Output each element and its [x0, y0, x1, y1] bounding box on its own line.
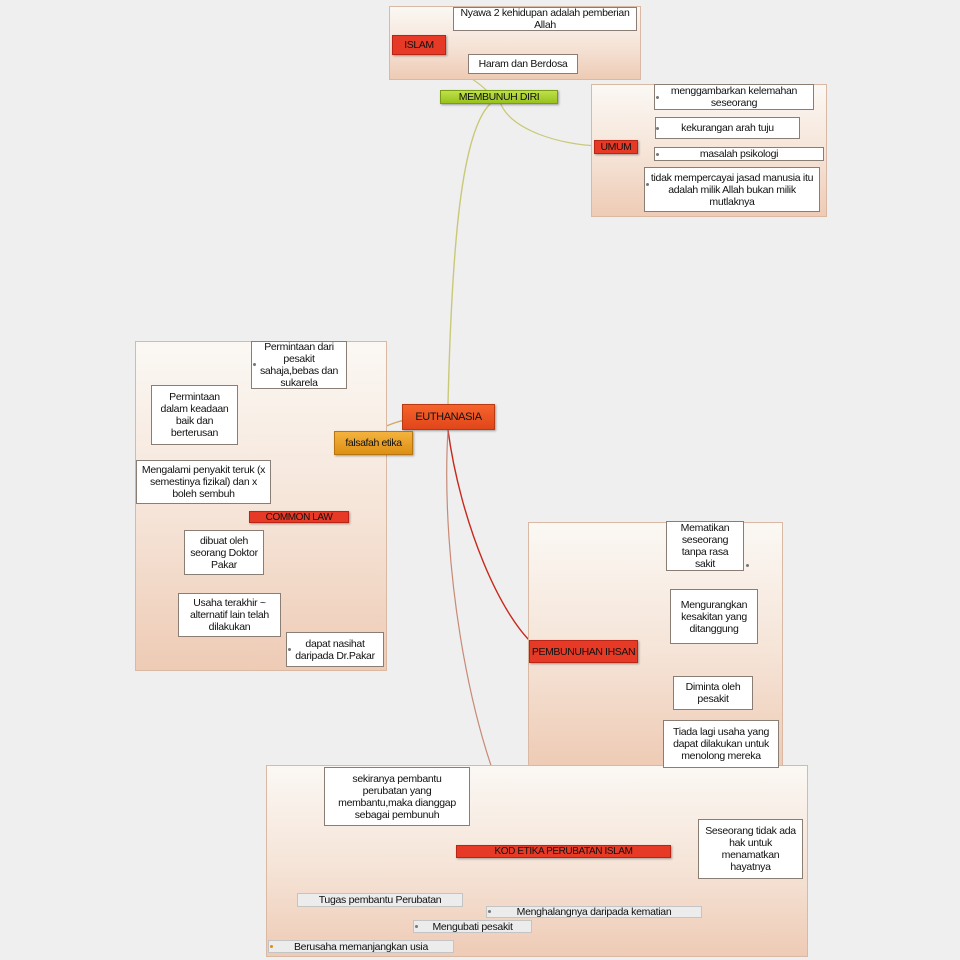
pembunuhan-item-diminta[interactable]: Diminta oleh pesakit	[673, 676, 753, 710]
bullet-icon	[415, 925, 418, 928]
pembunuhan-item-tiada-usaha[interactable]: Tiada lagi usaha yang dapat dilakukan un…	[663, 720, 779, 768]
bullet-icon	[746, 564, 749, 567]
islam-item-haram[interactable]: Haram dan Berdosa	[468, 54, 578, 74]
euthanasia-center-tag[interactable]: EUTHANASIA	[402, 404, 495, 430]
pembunuhan-item-mengurangkan[interactable]: Mengurangkan kesakitan yang ditanggung	[670, 589, 758, 644]
umum-item-jasad[interactable]: tidak mempercayai jasad manusia itu adal…	[644, 167, 820, 212]
pembunuhan-ihsan-tag[interactable]: PEMBUNUHAN IHSAN	[529, 640, 638, 663]
common-law-tag[interactable]: COMMON LAW	[249, 511, 349, 523]
bullet-icon	[253, 363, 256, 366]
bullet-icon	[656, 153, 659, 156]
bullet-icon	[488, 910, 491, 913]
commonlaw-item-permintaan-pesakit[interactable]: Permintaan dari pesakit sahaja,bebas dan…	[251, 341, 347, 389]
umum-tag[interactable]: UMUM	[594, 140, 638, 154]
tugas-item-mengubati[interactable]: Mengubati pesakit	[413, 920, 532, 933]
tugas-pembantu-item[interactable]: Tugas pembantu Perubatan	[297, 893, 463, 907]
bullet-icon	[288, 648, 291, 651]
islam-tag[interactable]: ISLAM	[392, 35, 446, 55]
commonlaw-item-usaha-terakhir[interactable]: Usaha terakhir ~ alternatif lain telah d…	[178, 593, 281, 637]
bullet-icon	[270, 945, 273, 948]
umum-item-kelemahan[interactable]: menggambarkan kelemahan seseorang	[654, 84, 814, 110]
commonlaw-item-nasihat[interactable]: dapat nasihat daripada Dr.Pakar	[286, 632, 384, 667]
link-center-membunuh	[447, 99, 496, 405]
bullet-icon	[656, 96, 659, 99]
kod-item-pembunuh[interactable]: sekiranya pembantu perubatan yang memban…	[324, 767, 470, 826]
falsafah-etika-tag[interactable]: falsafah etika	[334, 431, 413, 455]
tugas-item-memanjangkan[interactable]: Berusaha memanjangkan usia	[268, 940, 454, 953]
kod-etika-tag[interactable]: KOD ETIKA PERUBATAN ISLAM	[456, 845, 671, 858]
link-center-pembunuhan	[447, 429, 541, 651]
tugas-item-menghalang[interactable]: Menghalangnya daripada kematian	[486, 906, 702, 918]
commonlaw-item-penyakit-teruk[interactable]: Mengalami penyakit teruk (x semestinya f…	[136, 460, 271, 504]
membunuh-diri-tag[interactable]: MEMBUNUH DIRI	[440, 90, 558, 104]
bullet-icon	[656, 127, 659, 130]
commonlaw-item-keadaan-baik[interactable]: Permintaan dalam keadaan baik dan berter…	[151, 385, 238, 445]
umum-item-arah-tuju[interactable]: kekurangan arah tuju	[655, 117, 800, 139]
islam-item-nyawa[interactable]: Nyawa 2 kehidupan adalah pemberian Allah	[453, 7, 637, 31]
bullet-icon	[646, 183, 649, 186]
kod-item-hak[interactable]: Seseorang tidak ada hak untuk menamatkan…	[698, 819, 803, 879]
pembunuhan-item-mematikan[interactable]: Mematikan seseorang tanpa rasa sakit	[666, 521, 744, 571]
umum-item-psikologi[interactable]: masalah psikologi	[654, 147, 824, 161]
commonlaw-item-doktor-pakar[interactable]: dibuat oleh seorang Doktor Pakar	[184, 530, 264, 575]
